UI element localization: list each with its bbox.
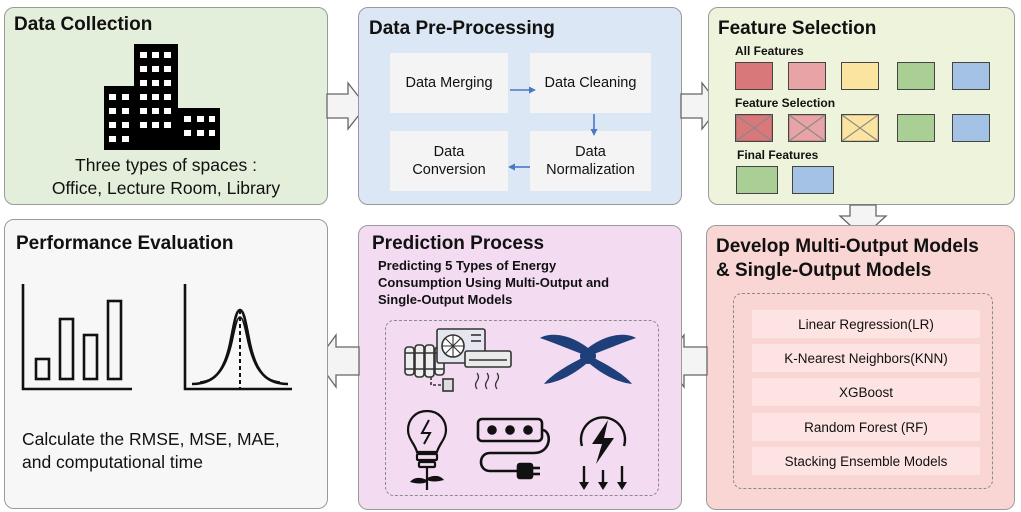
distribution-curve-icon: [183, 284, 292, 391]
feature-square-green: [897, 62, 935, 90]
feature-square-green-selected: [897, 114, 935, 142]
feature-square-yellow-crossed: [841, 114, 879, 142]
prediction-description-line3: Single-Output Models: [378, 292, 513, 307]
feature-square-pink-crossed: [788, 114, 826, 142]
all-features-label: All Features: [735, 44, 804, 58]
feature-square-red: [735, 62, 773, 90]
model-stacking-ensemble: Stacking Ensemble Models: [752, 447, 980, 475]
feature-square-pink: [788, 62, 826, 90]
feature-selection-title: Feature Selection: [718, 18, 877, 39]
feature-square-red-crossed: [735, 114, 773, 142]
preprocessing-title: Data Pre-Processing: [369, 18, 555, 39]
data-conversion-box: Data Conversion: [390, 131, 508, 191]
prediction-title: Prediction Process: [372, 233, 545, 254]
prediction-description: Predicting 5 Types of Energy Consumption…: [378, 257, 609, 308]
data-merging-label: Data Merging: [405, 75, 493, 91]
final-feature-square-green: [736, 166, 778, 194]
model-xgboost: XGBoost: [752, 378, 980, 406]
performance-panel: [4, 219, 328, 509]
lighting-bulb-icon: [406, 409, 448, 490]
data-collection-line1: Three types of spaces :: [75, 155, 257, 175]
buildings-icon: [104, 44, 220, 150]
prediction-dashed-container: [385, 320, 659, 496]
model-knn: K-Nearest Neighbors(KNN): [752, 344, 980, 372]
bar-chart-icon: [21, 284, 132, 391]
performance-title: Performance Evaluation: [16, 233, 234, 254]
feature-selection-label: Feature Selection: [735, 96, 836, 110]
data-conversion-label-2: Conversion: [412, 162, 486, 178]
data-collection-title: Data Collection: [14, 14, 153, 35]
ceiling-fan-icon: [540, 334, 636, 384]
data-normalization-label-2: Normalization: [546, 162, 635, 178]
models-title-line1: Develop Multi-Output Models: [716, 236, 979, 257]
model-random-forest: Random Forest (RF): [752, 413, 980, 441]
models-title-line2: & Single-Output Models: [716, 260, 932, 281]
feature-square-blue: [952, 62, 990, 90]
models-dashed-container: [733, 293, 993, 489]
feature-square-yellow: [841, 62, 879, 90]
data-normalization-label-1: Data: [575, 144, 606, 160]
data-cleaning-box: Data Cleaning: [530, 53, 651, 113]
prediction-description-line1: Predicting 5 Types of Energy: [378, 258, 557, 273]
preprocessing-flow-arrows: [508, 86, 598, 171]
model-linear-regression: Linear Regression(LR): [752, 310, 980, 338]
data-merging-box: Data Merging: [390, 53, 508, 113]
hvac-heating-icon: [404, 328, 512, 392]
final-feature-square-blue: [792, 166, 834, 194]
final-features-label: Final Features: [737, 148, 819, 162]
performance-line1: Calculate the RMSE, MSE, MAE,: [22, 429, 280, 449]
data-normalization-box: Data Normalization: [530, 131, 651, 191]
performance-line2: and computational time: [22, 452, 203, 472]
data-cleaning-label: Data Cleaning: [544, 75, 637, 91]
flow-arrow-right-1: [326, 81, 367, 131]
prediction-description-line2: Consumption Using Multi-Output and: [378, 275, 610, 290]
power-strip-icon: [476, 417, 550, 480]
electricity-bolt-icon: [579, 416, 627, 490]
feature-square-blue-selected: [952, 114, 990, 142]
data-collection-line2: Office, Lecture Room, Library: [51, 178, 281, 198]
data-conversion-label-1: Data: [433, 144, 465, 160]
